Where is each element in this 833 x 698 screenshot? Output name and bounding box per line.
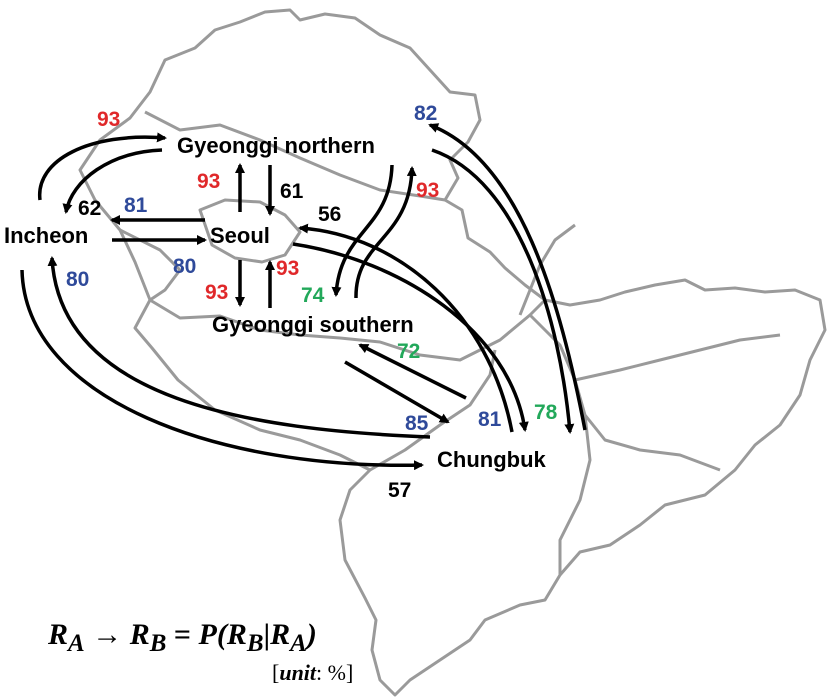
flow-value: 81 <box>478 408 502 431</box>
flow-value: 93 <box>416 179 439 202</box>
formula-bar: | <box>263 618 271 651</box>
flow-value: 80 <box>173 255 196 278</box>
arrow-chungbuk-to-seoul <box>298 223 514 433</box>
region-label-gyeonggi-northern: Gyeonggi northern <box>177 133 375 158</box>
formula-close: ) <box>306 618 317 651</box>
formula-rb2-sub: B <box>246 630 264 657</box>
region-label-chungbuk: Chungbuk <box>437 447 547 472</box>
arrow-chungbuk-to-gn <box>428 123 587 431</box>
province-borders <box>78 8 827 697</box>
inner-border-south-east <box>558 414 592 575</box>
flow-value: 74 <box>301 284 325 307</box>
flow-value: 93 <box>205 281 228 304</box>
flow-value: 78 <box>534 401 558 424</box>
arrow-gn-to-chungbuk <box>431 148 575 434</box>
inner-border-seoul <box>198 198 302 264</box>
formula-equals: = <box>173 618 192 651</box>
arrow-incheon-to-gn <box>38 132 167 201</box>
flow-value: 93 <box>97 108 120 131</box>
formula-rb-sub: B <box>149 630 167 657</box>
region-labels: Gyeonggi northern Incheon Seoul Gyeonggi… <box>4 133 547 472</box>
flow-value: 80 <box>66 268 89 291</box>
flow-value: 93 <box>197 170 220 193</box>
formula-rb: R <box>129 618 150 651</box>
flow-values: 93 62 81 80 93 61 56 93 82 93 93 74 72 8… <box>66 102 558 502</box>
flow-value: 82 <box>414 102 437 125</box>
arrow-gn-to-incheon <box>62 148 163 214</box>
arrow-incheon-to-chungbuk <box>20 269 424 471</box>
flow-value: 62 <box>78 197 101 220</box>
flow-value: 56 <box>318 203 341 226</box>
inner-border-south <box>149 298 547 362</box>
unit-word: unit <box>279 660 317 685</box>
inner-border-east <box>574 333 781 382</box>
arrow-chungbuk-to-incheon <box>47 256 431 439</box>
region-label-seoul: Seoul <box>210 223 270 248</box>
arrow-gn-to-gs <box>331 164 394 297</box>
flow-value: 57 <box>388 479 411 502</box>
formula-ra2: R <box>270 618 291 651</box>
flow-value: 72 <box>397 340 420 363</box>
flow-arrows <box>20 123 587 471</box>
inner-border-chungbuk <box>528 313 721 472</box>
flow-value: 85 <box>405 412 429 435</box>
arrow-gs-to-chungbuk <box>344 360 450 424</box>
inner-border-incheon <box>119 228 182 302</box>
inner-border-mid <box>518 223 576 316</box>
arrow-gs-to-gn <box>354 166 417 299</box>
conditional-probability-formula: RA → RB = P(RB|RA) <box>48 618 317 658</box>
region-label-gyeonggi-southern: Gyeonggi southern <box>212 312 414 337</box>
formula-rb2: R <box>226 618 247 651</box>
region-label-incheon: Incheon <box>4 223 88 248</box>
formula-ra2-sub: A <box>290 630 307 657</box>
flow-value: 93 <box>276 257 299 280</box>
formula-p: P( <box>198 618 227 651</box>
unit-close: ] <box>345 660 354 685</box>
flow-value: 81 <box>124 194 148 217</box>
formula-arrow: → <box>92 618 123 651</box>
formula-ra-sub: A <box>68 630 85 657</box>
formula-ra: R <box>48 618 69 651</box>
outer-border <box>78 8 827 697</box>
inner-border-chungbuk-west <box>369 349 497 472</box>
arrow-chungbuk-to-gs <box>358 343 467 400</box>
flow-value: 61 <box>280 180 304 203</box>
unit-open: [ <box>272 660 280 685</box>
unit-label: [unit: %] <box>272 660 353 686</box>
arrow-seoul-to-chungbuk <box>292 242 529 432</box>
unit-sep: : % <box>316 660 346 685</box>
